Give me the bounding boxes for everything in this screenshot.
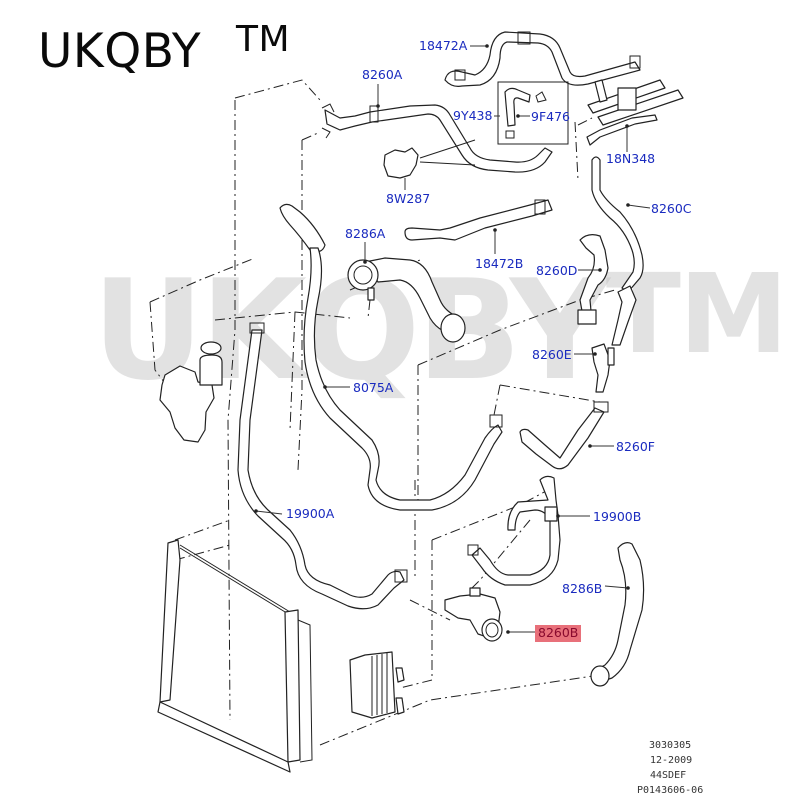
callout-8286B[interactable]: 8286B	[562, 581, 603, 596]
callout-18472B[interactable]: 18472B	[475, 256, 524, 271]
callout-8286A[interactable]: 8286A	[345, 226, 386, 241]
hose-18472A[interactable]	[444, 31, 641, 87]
oil-cooler[interactable]	[349, 651, 405, 719]
callout-18N348[interactable]: 18N348	[606, 151, 656, 166]
hose-19900A[interactable]	[237, 322, 408, 610]
callout-8260C[interactable]: 8260C	[651, 201, 692, 216]
drawing-code: 44SDEF	[650, 770, 687, 781]
hose-8286A[interactable]	[279, 203, 466, 343]
drawing-part-ref: P0143606-06	[637, 785, 704, 796]
pipe-18N348[interactable]	[586, 79, 684, 146]
thermostat-housing-8260B[interactable]	[444, 587, 503, 642]
callout-9Y438[interactable]: 9Y438	[453, 108, 493, 123]
callout-9F476[interactable]: 9F476	[531, 109, 571, 124]
brand-logo: UKQBY TM	[38, 22, 290, 76]
callout-8260F[interactable]: 8260F	[616, 439, 656, 454]
leader-lines	[254, 44, 651, 634]
inset-9Y438-9F476[interactable]	[497, 81, 569, 145]
fitting-8260E[interactable]	[591, 343, 615, 393]
drawing-reference-info: 3030305 12-2009 44SDEF P0143606-06	[637, 738, 703, 798]
hose-8260C[interactable]	[591, 156, 644, 293]
hose-8260D[interactable]	[577, 234, 637, 346]
callout-8075A[interactable]: 8075A	[353, 380, 394, 395]
hose-8075A[interactable]	[303, 247, 503, 511]
callout-8260A[interactable]: 8260A	[362, 67, 403, 82]
hose-8260A[interactable]	[321, 103, 553, 173]
expansion-tank[interactable]	[159, 341, 223, 443]
callout-18472A[interactable]: 18472A	[419, 38, 468, 53]
radiator[interactable]	[157, 539, 313, 773]
callout-8W287[interactable]: 8W287	[386, 191, 431, 206]
hose-18472B[interactable]	[404, 199, 553, 241]
callout-8260D[interactable]: 8260D	[536, 263, 578, 278]
hose-8260F[interactable]	[519, 401, 609, 470]
assembly-guide-lines	[149, 79, 616, 746]
callout-19900A[interactable]: 19900A	[286, 506, 335, 521]
drawing-date: 12-2009	[650, 755, 693, 766]
brand-name: UKQBY	[38, 24, 202, 79]
callout-8260B-highlighted[interactable]: 8260B	[535, 625, 582, 642]
callout-8260E[interactable]: 8260E	[532, 347, 572, 362]
bracket-8W287[interactable]	[383, 139, 476, 179]
drawing-number: 3030305	[649, 740, 692, 751]
hose-19900B[interactable]	[467, 475, 561, 586]
hose-8286B[interactable]	[590, 542, 645, 687]
callout-19900B[interactable]: 19900B	[593, 509, 642, 524]
brand-trademark: TM	[236, 19, 291, 60]
